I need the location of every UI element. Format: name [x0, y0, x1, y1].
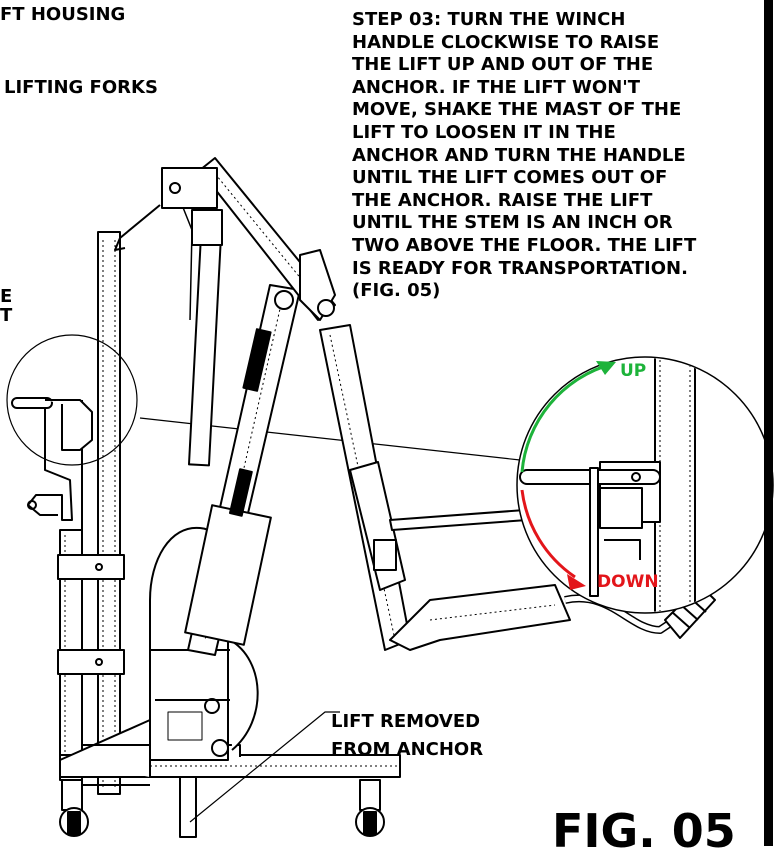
lift-removed-callout-line2: FROM ANCHOR [331, 739, 484, 760]
right-column [319, 324, 411, 651]
step-line: THE ANCHOR. RAISE THE LIFT [352, 189, 653, 211]
step-line: ANCHOR. IF THE LIFT WON'T [352, 76, 641, 98]
lifting-forks-callout: LIFTING FORKS [4, 77, 158, 98]
detail-magnifier [516, 356, 774, 614]
left-edge-callout-line1: E [0, 286, 13, 307]
figure-label: FIG. 05 [552, 804, 736, 858]
step-line: MOVE, SHAKE THE MAST OF THE [352, 99, 682, 121]
lift-boom [114, 157, 336, 321]
direction-arrows [520, 362, 613, 579]
lift-removed-callout-line1: LIFT REMOVED [331, 711, 481, 732]
step-line: TWO ABOVE THE FLOOR. THE LIFT [352, 234, 697, 256]
step-line: THE LIFT UP AND OUT OF THE [352, 54, 654, 76]
up-arrowhead [596, 361, 616, 375]
push-handle [389, 509, 528, 531]
step-line: HANDLE CLOCKWISE TO RAISE [352, 31, 660, 53]
step-line: LIFT TO LOOSEN IT IN THE [352, 121, 616, 143]
step-line: STEP 03: TURN THE WINCH [352, 9, 626, 30]
lift-mast [184, 284, 301, 656]
up-label: UP [620, 361, 646, 381]
anchor-mast [57, 231, 125, 795]
down-label: DOWN [597, 572, 659, 592]
step-line: (FIG. 05) [352, 280, 441, 302]
step-line: UNTIL THE STEM IS AN INCH OR [352, 212, 673, 234]
left-edge-callout-line2: T [0, 305, 13, 326]
step-line: IS READY FOR TRANSPORTATION. [352, 257, 688, 279]
lift-housing-callout: FT HOUSING [0, 4, 126, 25]
left-winch-handle [11, 397, 93, 521]
down-arrowhead [567, 574, 586, 590]
actuator [179, 199, 223, 467]
page-border [764, 0, 773, 846]
step-line: ANCHOR AND TURN THE HANDLE [352, 144, 686, 166]
step-line: UNTIL THE LIFT COMES OUT OF [352, 167, 668, 189]
